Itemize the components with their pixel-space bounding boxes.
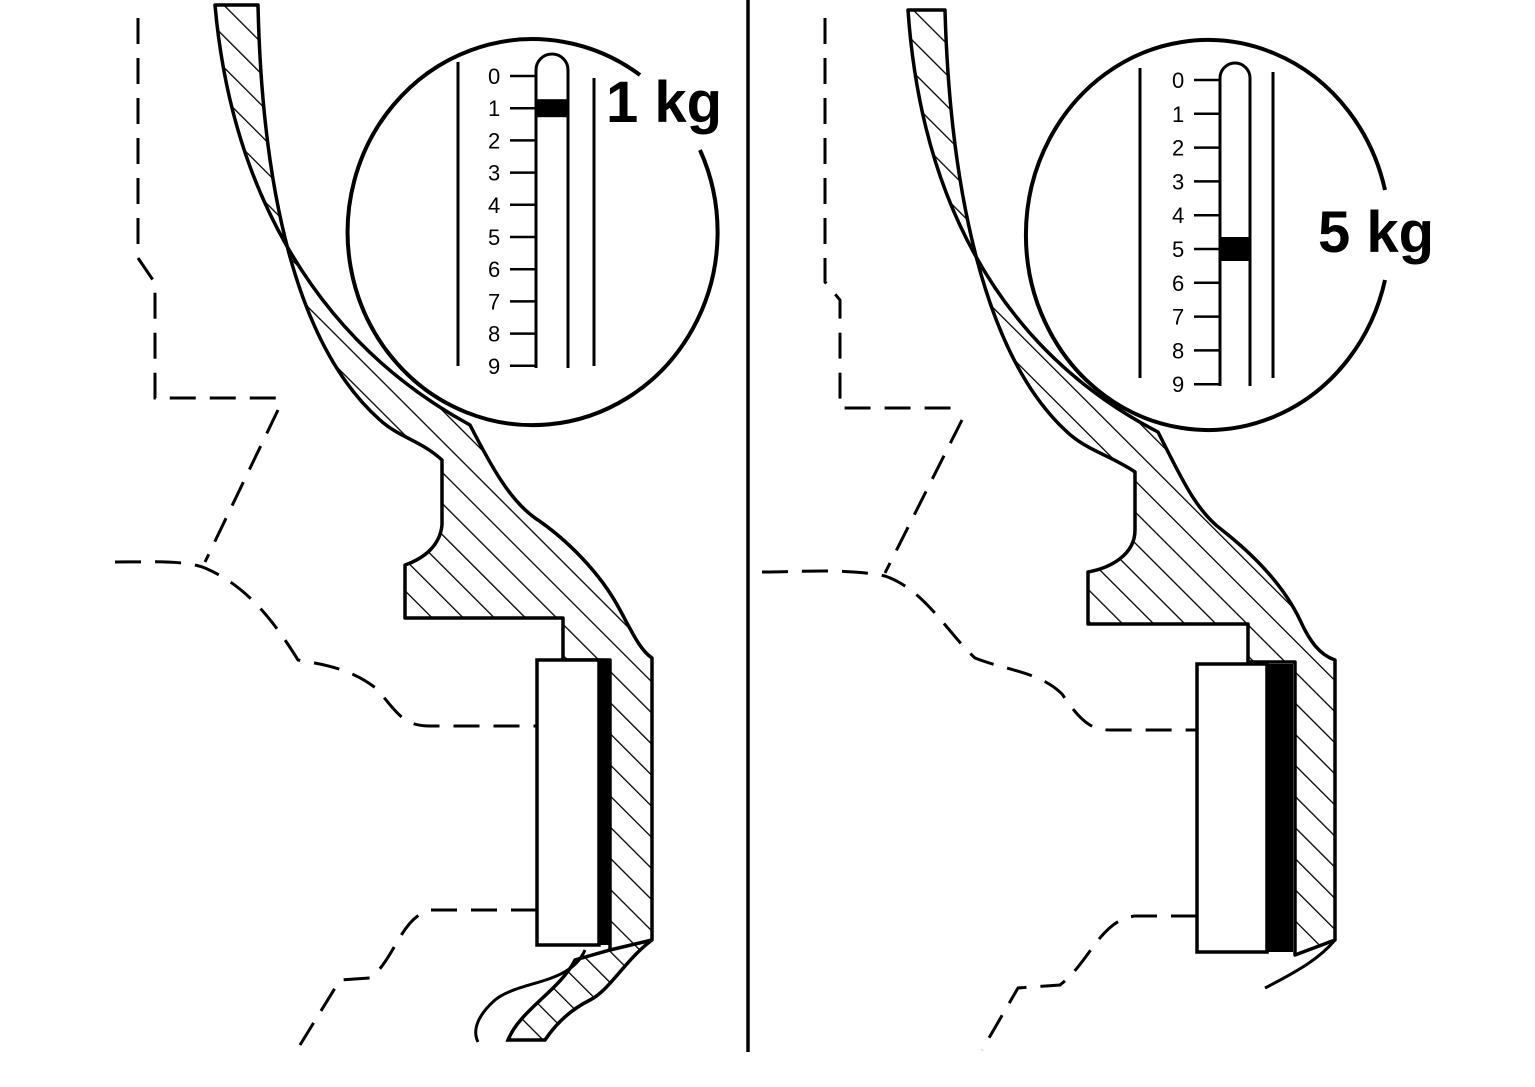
gauge-tube <box>534 52 570 368</box>
gauge-indicator <box>1220 237 1250 261</box>
gauge-tick-label: 0 <box>488 64 500 89</box>
rim-section <box>213 3 654 962</box>
gauge-tick-label: 3 <box>488 161 500 186</box>
gauge-tube <box>1218 61 1252 386</box>
gauge-tick-label: 9 <box>488 354 500 379</box>
gauge-tick-label: 1 <box>1172 102 1184 127</box>
gauge-tick-label: 2 <box>1172 136 1184 161</box>
gauge-tick-label: 6 <box>488 257 500 282</box>
magnifier-circle <box>1023 38 1387 432</box>
magnifier-circle <box>345 37 720 428</box>
gauge-tick-label: 0 <box>1172 68 1184 93</box>
gauge-tick-label: 5 <box>488 225 500 250</box>
gauge: 0 1 2 3 4 5 6 7 8 9 <box>1138 61 1275 397</box>
gauge-tick-label: 8 <box>488 322 500 347</box>
gauge-ticks: 0 1 2 3 4 5 6 7 8 9 <box>1172 68 1220 397</box>
panel-left: 0 1 2 3 4 5 6 7 8 9 1 kg <box>114 3 722 1046</box>
gauge-tick-label: 9 <box>1172 372 1184 397</box>
panel-right: 0 1 2 3 4 5 6 7 8 9 5 kg <box>761 8 1434 1051</box>
weight-block <box>535 658 601 947</box>
gauge-tick-label: 7 <box>488 289 500 314</box>
gauge: 0 1 2 3 4 5 6 7 8 9 <box>456 52 596 379</box>
gauge-tick-label: 8 <box>1172 338 1184 363</box>
reading-label: 1 kg <box>606 70 722 135</box>
rim-lower <box>505 938 654 1042</box>
dashed-outline <box>114 18 537 1046</box>
adhesive-strip <box>1267 664 1293 952</box>
gauge-tick-label: 4 <box>488 193 500 218</box>
gauge-tick-label: 6 <box>1172 271 1184 296</box>
gauge-tick-label: 3 <box>1172 169 1184 194</box>
gauge-ticks: 0 1 2 3 4 5 6 7 8 9 <box>488 64 536 379</box>
rim-tail <box>474 949 587 1043</box>
rim-section <box>906 8 1337 957</box>
reading-label: 5 kg <box>1318 200 1434 265</box>
adhesive-strip <box>599 660 611 945</box>
weight-block <box>1195 662 1269 954</box>
gauge-indicator <box>536 99 568 118</box>
gauge-tick-label: 1 <box>488 96 500 121</box>
gauge-tick-label: 2 <box>488 128 500 153</box>
gauge-tick-label: 5 <box>1172 237 1184 262</box>
rim-tail <box>1264 939 1337 990</box>
gauge-tick-label: 4 <box>1172 203 1184 228</box>
dashed-outline <box>761 18 1197 1051</box>
gauge-tick-label: 7 <box>1172 305 1184 330</box>
